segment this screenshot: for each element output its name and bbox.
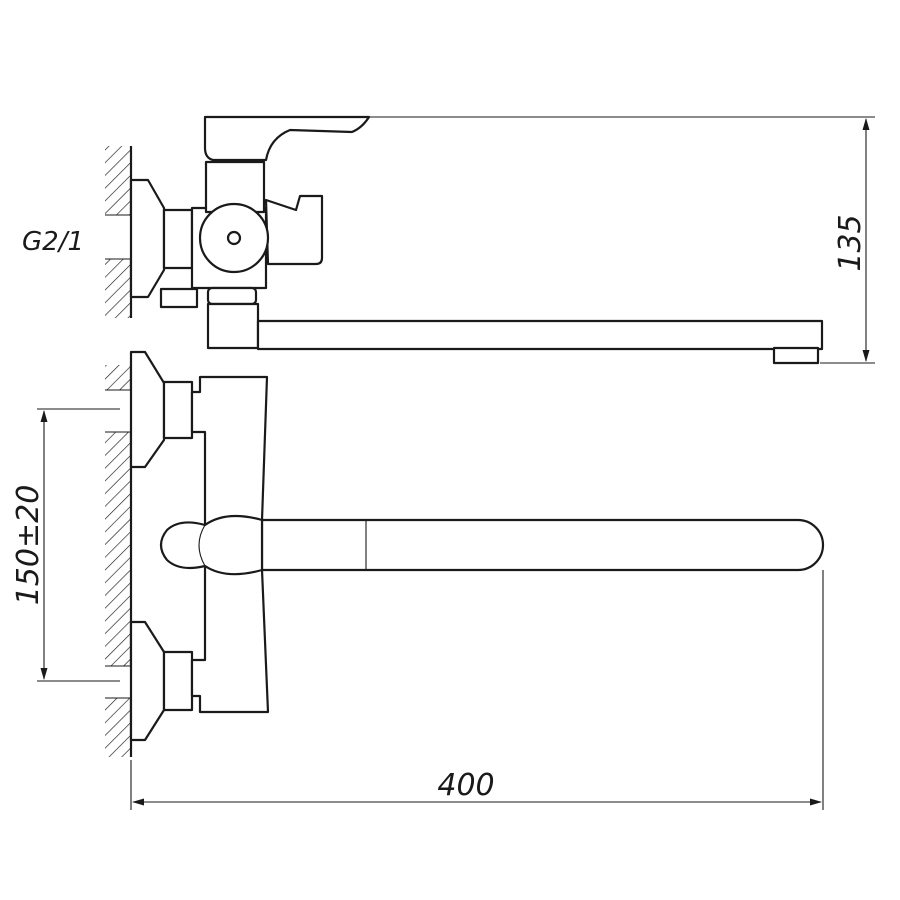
escutcheon-upper	[129, 350, 166, 469]
centers-dimension: 150±20	[11, 408, 120, 682]
diverter-center	[226, 230, 242, 246]
lever-handle-side	[203, 115, 371, 162]
connector-upper	[162, 380, 194, 440]
handle-top	[159, 514, 264, 576]
connector-lower	[162, 650, 194, 712]
spout-swivel-base	[206, 302, 260, 350]
centers-dimension-label: 150±20	[11, 485, 46, 606]
height-dimension-label: 135	[833, 214, 868, 271]
aerator-side	[772, 346, 820, 365]
wall-top-view	[105, 365, 133, 757]
length-dimension: 400	[130, 570, 824, 810]
union-nut-side	[159, 287, 199, 309]
eccentric-connector-side	[162, 208, 194, 270]
side-view: 135 G2/1	[22, 115, 875, 365]
spout-top	[260, 518, 825, 572]
length-dimension-label: 400	[437, 768, 494, 803]
wall-side-view	[105, 146, 133, 318]
spout-swivel-ring	[206, 286, 258, 306]
escutcheon-side	[129, 178, 166, 299]
top-view: 150±20 400	[11, 350, 825, 810]
escutcheon-lower	[129, 620, 166, 742]
thread-label: G2/1	[22, 227, 84, 257]
height-dimension: 135	[370, 116, 875, 364]
handle-top-edge	[198, 524, 206, 567]
diverter-knob-side	[264, 194, 324, 266]
spout-side	[256, 319, 824, 351]
